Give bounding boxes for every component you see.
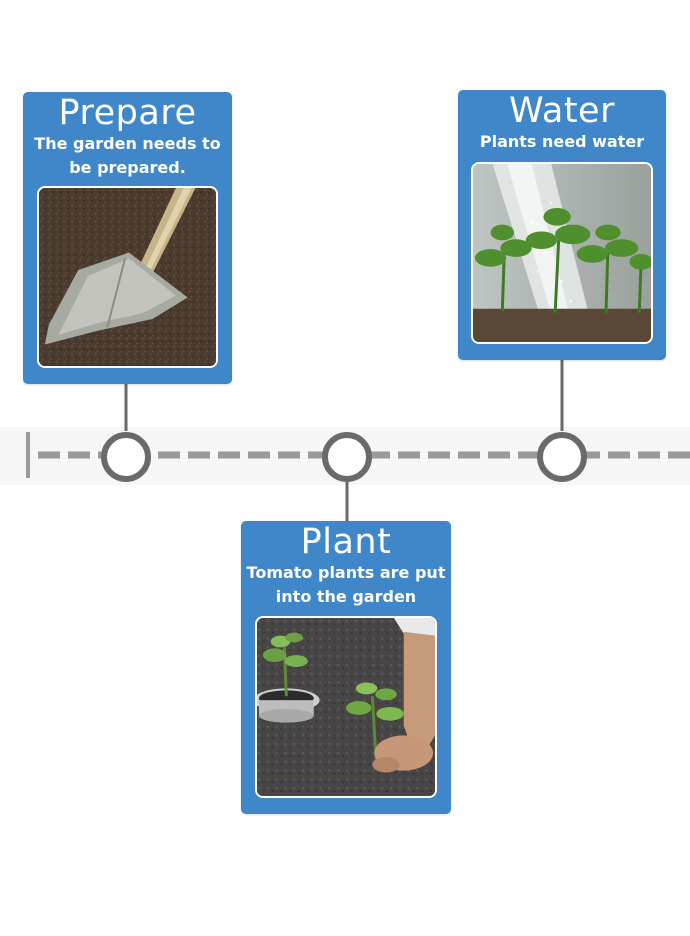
stage-description: Plants need water (479, 132, 645, 151)
stage-title: Prepare (58, 93, 197, 133)
shovel-image (37, 186, 218, 368)
node-prepare (101, 432, 151, 482)
stage-title: Plant (300, 522, 392, 562)
watering-image (471, 162, 653, 344)
stage-card-water: Water Plants need water (458, 90, 666, 360)
node-plant (322, 432, 372, 482)
stage-description: The garden needs to be prepared. (34, 134, 221, 177)
stage-description: Tomato plants are put into the garden (246, 563, 446, 606)
stage-title: Water (509, 91, 615, 131)
node-water (537, 432, 587, 482)
stage-card-plant: Plant Tomato plants are put into the gar… (241, 521, 451, 814)
planting-image (255, 616, 437, 798)
stage-card-prepare: Prepare The garden needs to be prepared. (23, 92, 232, 384)
